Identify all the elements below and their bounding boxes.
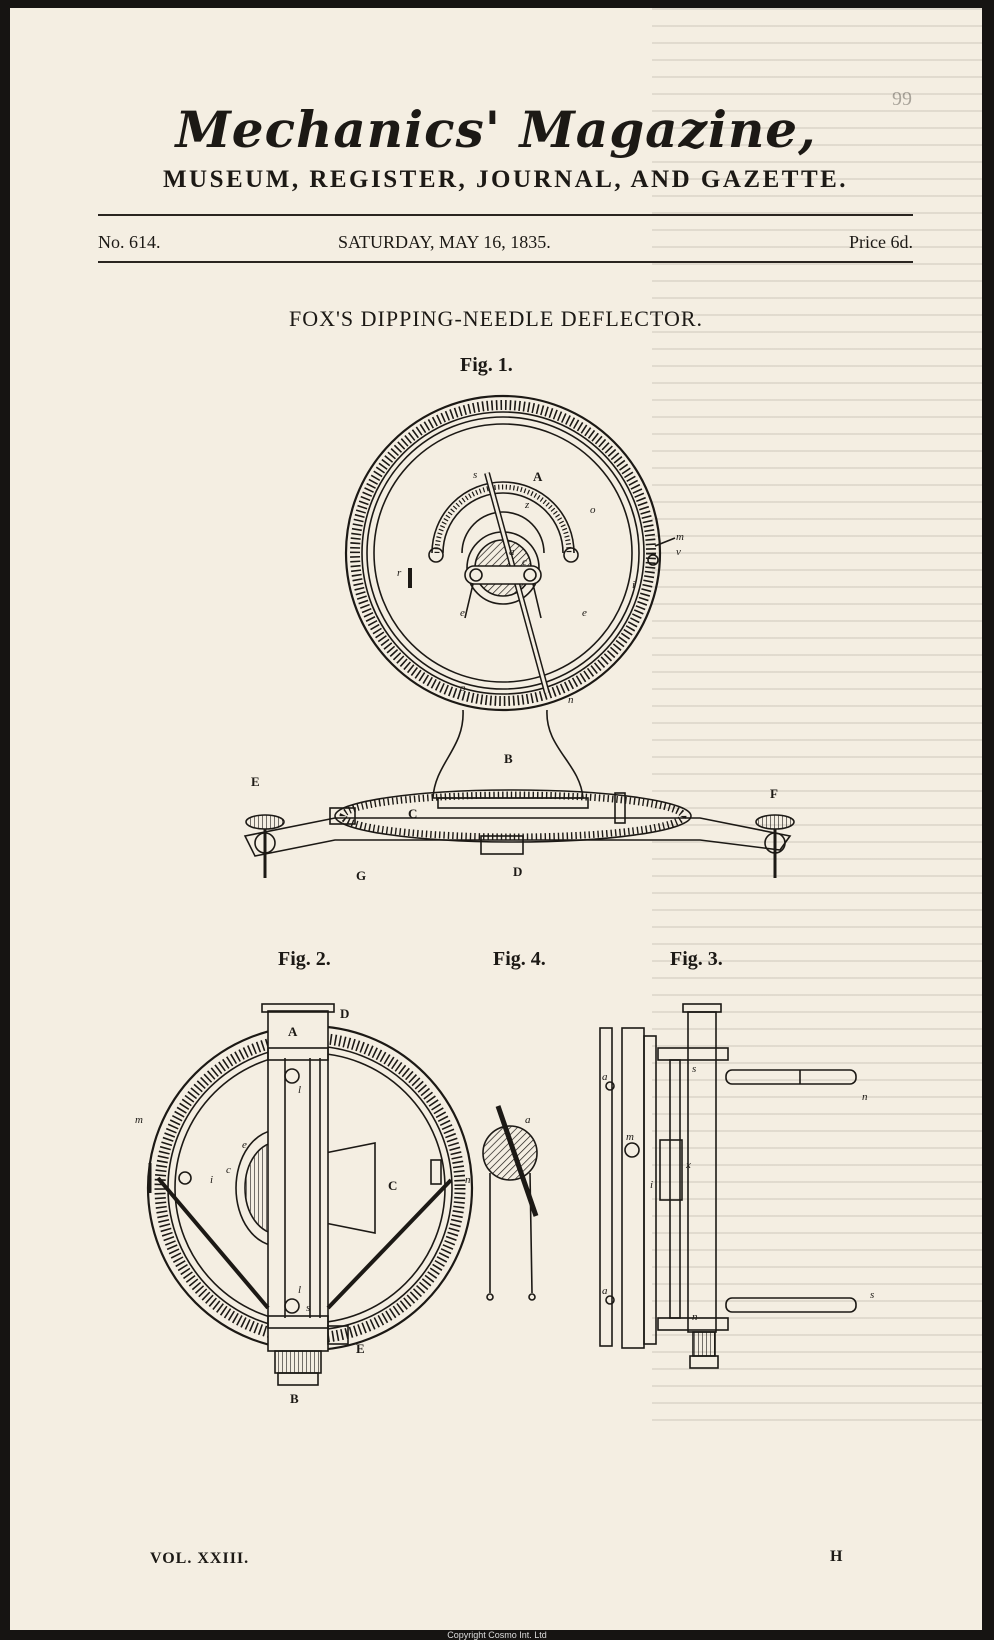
fig2-m: m [135, 1114, 143, 1126]
fig1-G: G [356, 868, 366, 883]
fig1-o-top: o [590, 504, 596, 516]
fig3-a-bottom: a [602, 1285, 608, 1297]
fig1-D: D [513, 864, 522, 879]
fig2-l-top: l [298, 1084, 301, 1096]
fig1-B: B [504, 751, 513, 766]
fig3-s-right: s [870, 1289, 874, 1301]
fig1-a: a [509, 546, 515, 558]
article-title: FOX'S DIPPING-NEEDLE DEFLECTOR. [288, 306, 704, 331]
fig2-E: E [356, 1341, 365, 1356]
fig1-m: m [676, 531, 684, 543]
fig1-F: F [770, 786, 778, 801]
fig1-z: z [524, 499, 530, 511]
fig1-E: E [251, 774, 260, 789]
fig2-C: C [388, 1178, 397, 1193]
issue-date: SATURDAY, MAY 16, 1835. [338, 232, 551, 252]
fig2-n: n [465, 1174, 471, 1186]
fig-4-label: Fig. 4. [493, 948, 546, 970]
fig3-n-bottom: n [692, 1311, 698, 1323]
copyright-watermark: Copyright Cosmo Int. Ltd [447, 1630, 547, 1640]
fig1-n: n [568, 694, 574, 706]
bottom-rule [98, 261, 913, 263]
fig-4-drawing [482, 1105, 539, 1301]
fig-2-label: Fig. 2. [278, 948, 331, 970]
fig2-A: A [288, 1024, 298, 1039]
fig-2-drawing [146, 1003, 474, 1386]
fig2-s: s [306, 1302, 310, 1314]
fig1-o-bottom: o [460, 682, 466, 694]
fig3-s-top: s [692, 1063, 696, 1075]
fig1-A: A [533, 469, 543, 484]
fig-1-drawing [243, 394, 795, 878]
fig1-r: r [397, 567, 402, 579]
fig1-e-left: e [460, 607, 465, 619]
issue-number: No. 614. [98, 232, 161, 252]
top-rule [98, 214, 913, 216]
fig3-i: i [650, 1179, 653, 1191]
fig-3-label: Fig. 3. [670, 948, 723, 970]
fig1-s: s [473, 469, 477, 481]
signature-mark: H [830, 1548, 843, 1565]
engravings: A B C D E F G s n a c e e i r m v z o o [135, 394, 874, 1406]
fig2-i: i [210, 1174, 213, 1186]
magazine-page: 99 Mechanics' Magazine, MUSEUM, REGISTER… [10, 8, 982, 1630]
masthead-subtitle: MUSEUM, REGISTER, JOURNAL, AND GAZETTE. [162, 166, 849, 193]
fig1-e-right: e [582, 607, 587, 619]
show-through-text [652, 8, 982, 1428]
fig3-a-top: a [602, 1071, 608, 1083]
page-number: 99 [892, 88, 912, 110]
masthead-title: Mechanics' Magazine, [175, 100, 817, 159]
fig-1-label: Fig. 1. [460, 354, 513, 376]
fig2-c: c [226, 1164, 231, 1176]
fig2-B: B [290, 1391, 299, 1406]
volume-label: VOL. XXIII. [150, 1550, 250, 1567]
fig2-D: D [340, 1006, 349, 1021]
fig1-C: C [408, 806, 417, 821]
fig1-c: c [522, 556, 527, 568]
issue-price: Price 6d. [849, 232, 913, 252]
fig3-m: m [626, 1131, 634, 1143]
fig1-v: v [676, 546, 681, 558]
fig-3-drawing [599, 1003, 857, 1369]
fig1-i: i [632, 579, 635, 591]
fig3-x: x [685, 1159, 691, 1171]
fig4-a: a [525, 1114, 531, 1126]
fig2-l-bottom: l [298, 1284, 301, 1296]
fig2-e: e [242, 1139, 247, 1151]
fig3-n-right: n [862, 1091, 868, 1103]
